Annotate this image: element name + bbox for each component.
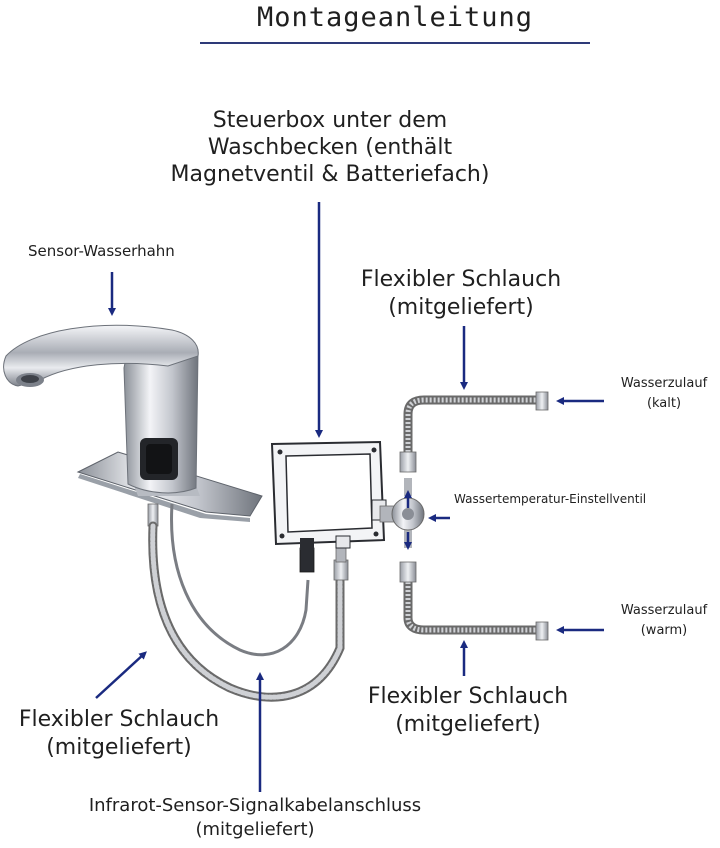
label-hose-bottom-right: Flexibler Schlauch (mitgeliefert) (356, 683, 580, 739)
label-hose-bottom-left: Flexibler Schlauch (mitgeliefert) (6, 706, 232, 762)
label-hose-bottom-left-line-2: (mitgeliefert) (46, 735, 192, 760)
label-control-box-line-3: Magnetventil & Batteriefach) (170, 162, 490, 187)
label-mixing-valve: Wassertemperatur-Einstellventil (454, 492, 647, 506)
label-hose-top-right-line-2: (mitgeliefert) (388, 295, 534, 320)
label-sensor-cable-line-1: Infrarot-Sensor-Signalkabelanschluss (88, 795, 422, 816)
faucet-hoses (147, 503, 349, 702)
label-sensor-faucet: Sensor-Wasserhahn (28, 242, 175, 260)
label-hose-top-right: Flexibler Schlauch (mitgeliefert) (356, 266, 566, 322)
control-box (270, 440, 387, 550)
page-title: Montageanleitung (256, 2, 534, 33)
title-underline (200, 42, 590, 44)
label-water-inlet-cold-line-1: Wasserzulauf (620, 376, 708, 391)
label-water-inlet-warm-line-1: Wasserzulauf (620, 603, 708, 618)
label-control-box: Steuerbox unter dem Waschbecken (enthält… (160, 107, 500, 188)
label-hose-top-right-line-1: Flexibler Schlauch (360, 267, 562, 292)
label-water-inlet-warm-line-2: (warm) (640, 623, 688, 638)
sensor-faucet (3, 324, 263, 522)
arrow-to-left-hose (95, 651, 147, 699)
label-hose-bottom-right-line-2: (mitgeliefert) (395, 712, 541, 737)
label-water-inlet-cold-line-2: (kalt) (646, 396, 682, 411)
label-water-inlet-cold: Wasserzulauf (kalt) (604, 374, 720, 414)
supply-hoses (379, 391, 549, 641)
label-hose-bottom-right-line-1: Flexibler Schlauch (367, 684, 569, 709)
label-sensor-cable: Infrarot-Sensor-Signalkabelanschluss (mi… (40, 794, 470, 842)
label-water-inlet-warm: Wasserzulauf (warm) (604, 601, 720, 641)
label-control-box-line-2: Waschbecken (enthält (207, 135, 453, 160)
label-sensor-cable-line-2: (mitgeliefert) (195, 819, 315, 840)
label-hose-bottom-left-line-1: Flexibler Schlauch (18, 707, 220, 732)
pointer-arrows (95, 202, 604, 792)
label-control-box-line-1: Steuerbox unter dem (212, 108, 448, 133)
